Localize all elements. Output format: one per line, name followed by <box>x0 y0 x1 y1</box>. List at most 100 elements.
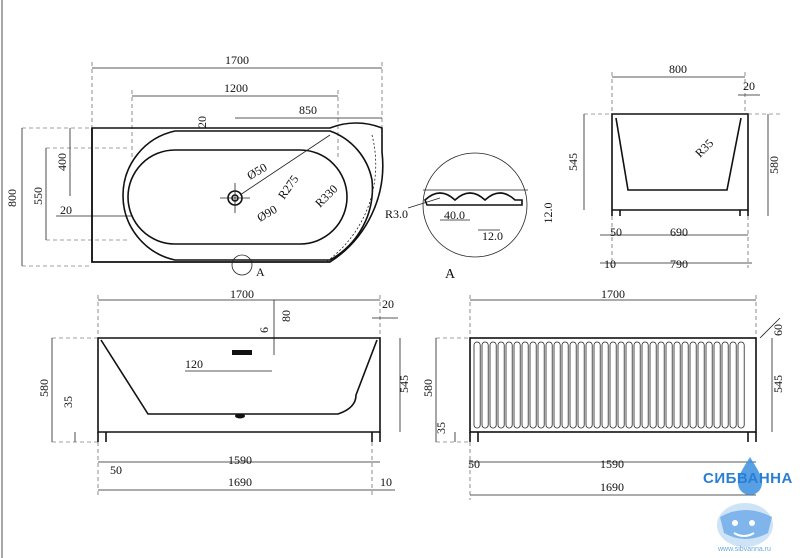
flute <box>521 341 529 429</box>
dim-end-rim: 20 <box>743 79 755 93</box>
dim-front-base-inner: 1590 <box>228 453 252 467</box>
flute <box>681 341 689 429</box>
rear-view: 1700 60 580 35 545 50 1590 1690 <box>421 287 785 500</box>
dim-rear-base-outer: 1690 <box>600 480 624 494</box>
dim-inner-length: 1200 <box>224 81 248 95</box>
flute <box>505 341 513 429</box>
dim-radius-outer: R330 <box>312 182 340 210</box>
flute <box>737 341 745 429</box>
dim-rear-rim: 60 <box>771 324 785 336</box>
overflow-slot <box>232 350 252 355</box>
flute <box>545 341 553 429</box>
top-view: 1700 1200 850 20 800 550 400 20 Ø50 <box>5 53 384 279</box>
flute <box>697 341 705 429</box>
flute <box>561 341 569 429</box>
flute <box>473 341 481 429</box>
flute <box>729 341 737 429</box>
flute <box>569 341 577 429</box>
dim-end-radius: R35 <box>692 136 716 160</box>
dim-drain-offset: 850 <box>299 103 317 117</box>
flute <box>721 341 729 429</box>
dim-end-width: 800 <box>669 62 687 76</box>
flute <box>537 341 545 429</box>
flute <box>673 341 681 429</box>
flute <box>657 341 665 429</box>
flute <box>497 341 505 429</box>
detail-a-depth: 12.0 <box>541 203 555 224</box>
end-basin <box>615 117 742 191</box>
dim-rear-foot-width: 50 <box>468 457 480 471</box>
brand-name: СИБВАННА <box>703 470 793 487</box>
flute <box>577 341 585 429</box>
dim-top-width: 800 <box>5 189 19 207</box>
detail-marker-label: A <box>256 265 265 279</box>
detail-a-circle <box>422 152 528 258</box>
dim-rear-length: 1700 <box>601 287 625 301</box>
front-basin <box>100 339 378 415</box>
dim-front-height: 580 <box>37 379 51 397</box>
flute <box>585 341 593 429</box>
dim-radius-inner: R275 <box>275 172 301 201</box>
flute <box>625 341 633 429</box>
dim-front-overflow-120: 120 <box>185 357 203 371</box>
detail-marker-circle <box>231 254 253 276</box>
brand-logo-image <box>717 457 773 547</box>
detail-a-radius: R3.0 <box>385 207 408 221</box>
flute <box>689 341 697 429</box>
dim-front-foot-width: 50 <box>110 463 122 477</box>
flute <box>649 341 657 429</box>
end-view: 800 20 R35 545 580 50 690 10 790 <box>566 62 781 271</box>
rear-flutes <box>473 341 745 429</box>
flute <box>529 341 537 429</box>
dim-front-overflow-6: 6 <box>257 327 271 333</box>
dim-front-foot: 35 <box>61 396 75 408</box>
flute <box>617 341 625 429</box>
dim-front-base-outer: 1690 <box>228 475 252 489</box>
dim-front-rim: 20 <box>382 297 394 311</box>
flute <box>609 341 617 429</box>
dim-front-base-offset: 10 <box>380 475 392 489</box>
flute <box>489 341 497 429</box>
dim-edge-20: 20 <box>195 116 209 128</box>
tub-basin <box>127 149 348 245</box>
dim-end-foot: 50 <box>610 225 622 239</box>
flute <box>641 341 649 429</box>
dim-side-20: 20 <box>60 203 72 217</box>
dim-inner-width: 550 <box>31 187 45 205</box>
dim-end-base-offset: 10 <box>604 257 616 271</box>
dim-front-overflow-80: 80 <box>279 310 293 322</box>
rear-outline <box>469 337 757 433</box>
flute <box>481 341 489 429</box>
flute <box>513 341 521 429</box>
dim-front-length: 1700 <box>230 287 254 301</box>
dim-top-length: 1700 <box>225 53 249 67</box>
brand-url: www.sibvanna.ru <box>718 546 771 553</box>
dim-front-inner-height: 545 <box>397 375 411 393</box>
tub-rim-inner <box>122 130 374 261</box>
detail-a-gap: 12.0 <box>482 229 503 243</box>
flute <box>713 341 721 429</box>
detail-a-pitch: 40.0 <box>444 208 465 222</box>
dim-waste-dia: Ø90 <box>255 202 280 224</box>
flute <box>665 341 673 429</box>
dim-rear-foot: 35 <box>434 422 448 434</box>
flute <box>553 341 561 429</box>
dim-rear-height: 580 <box>421 379 435 397</box>
front-view: 1700 20 80 6 120 580 35 545 50 1590 1690… <box>37 287 411 495</box>
dim-end-inner-height: 545 <box>566 153 580 171</box>
dim-end-base-outer: 790 <box>670 257 688 271</box>
flute <box>601 341 609 429</box>
dim-end-base-inner: 690 <box>670 225 688 239</box>
dim-rear-base-inner: 1590 <box>600 457 624 471</box>
flute <box>593 341 601 429</box>
dim-rear-inner-height: 545 <box>771 375 785 393</box>
detail-a-view: R3.0 40.0 12.0 12.0 A <box>385 152 555 282</box>
detail-a-label: A <box>445 267 456 282</box>
flute <box>705 341 713 429</box>
dim-inner-offset: 400 <box>55 153 69 171</box>
dim-end-height: 580 <box>767 156 781 174</box>
flute <box>633 341 641 429</box>
end-outline <box>611 113 749 211</box>
dim-drain-dia: Ø50 <box>245 160 270 182</box>
